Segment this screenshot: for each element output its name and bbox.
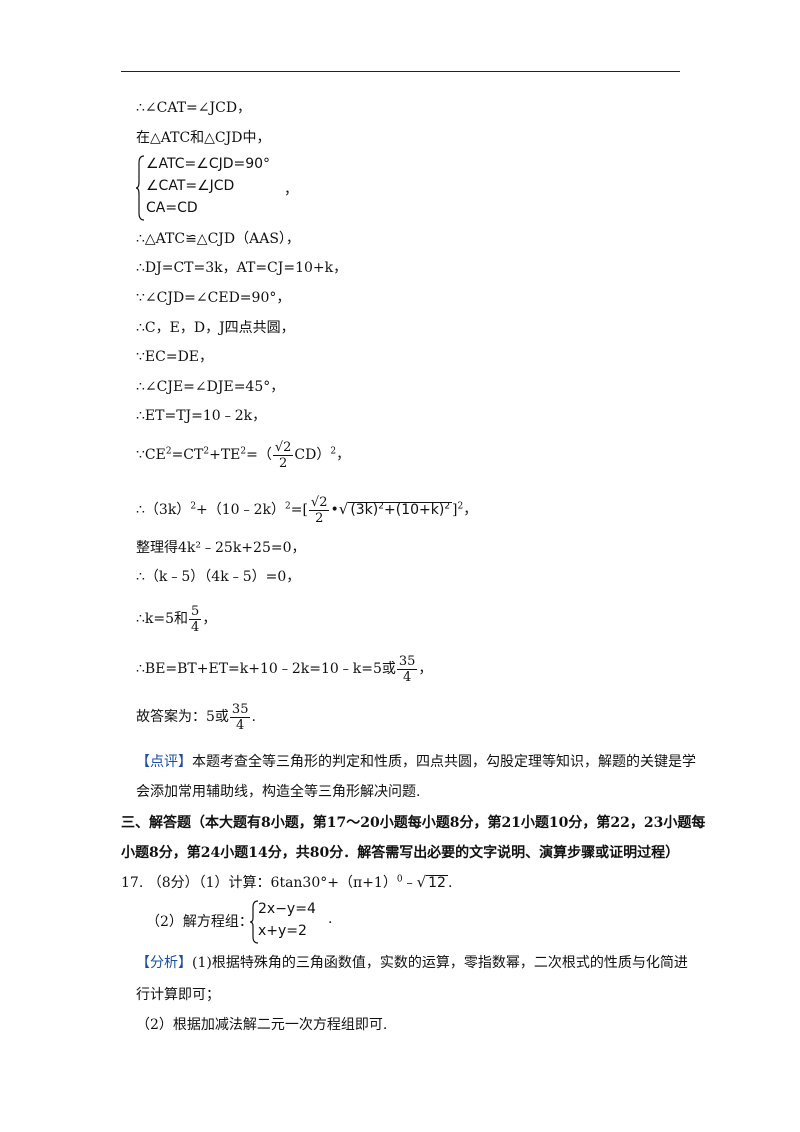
ce-after: CD）: [294, 447, 331, 463]
ce-mid: =CT: [171, 447, 204, 463]
ce-mid2: +TE: [209, 447, 241, 463]
fraction-numerator: √2: [272, 439, 294, 456]
ce-prefix: ∵CE: [136, 447, 166, 463]
system-row: x+y=2: [258, 923, 307, 939]
fraction-denominator: 4: [236, 717, 245, 733]
section-heading-line1: 三、解答题（本大题有8小题，第17～20小题每小题8分，第21小题10分，第22…: [121, 815, 706, 831]
analysis-line1: 【分析】(1)根据特殊角的三角函数值，实数的运算，零指数幂，二次根式的性质与化简…: [136, 953, 688, 973]
left-brace-icon: [250, 900, 259, 944]
line-factor: ∴（k﹣5）（4k﹣5）=0，: [136, 569, 301, 585]
system-conditions: ∠ATC=∠CJD=90° ∠CAT=∠JCD CA=CD ，: [136, 153, 336, 223]
analysis-text: (1)根据特殊角的三角函数值，实数的运算，零指数幂，二次根式的性质与化简进: [192, 955, 688, 971]
eq-close: ]: [452, 502, 458, 518]
line-ec-de: ∵EC=DE，: [136, 349, 214, 365]
analysis-line2: 行计算即可；: [136, 987, 220, 1003]
line-in-triangles: 在△ATC和△CJD中，: [136, 130, 271, 146]
fraction-numerator: √2: [308, 494, 330, 511]
system-row: CA=CD: [146, 200, 198, 216]
analysis-tag: 【分析】: [136, 955, 192, 971]
k-prefix: ∴k=5和: [136, 611, 189, 627]
eq-eq: =[: [290, 502, 308, 518]
comment-tag: 【点评】: [136, 754, 192, 770]
radicand-part: (3k): [350, 502, 379, 518]
system-row: ∠CAT=∠JCD: [146, 178, 235, 194]
system-row: ∠ATC=∠CJD=90°: [146, 156, 271, 172]
answer-end: .: [251, 709, 256, 725]
q17-sup: 0: [396, 874, 403, 885]
q17-minus: ﹣: [402, 875, 417, 891]
analysis-line3: （2）根据加减法解二元一次方程组即可.: [136, 1017, 388, 1033]
q17-part2-end: .: [328, 911, 333, 927]
answer-prefix: 故答案为：5或: [136, 709, 229, 725]
left-brace-icon: [136, 155, 145, 221]
eq-plus: +（10﹣2k）: [196, 502, 285, 518]
fraction-numerator: 5: [189, 603, 202, 620]
line-dj-ct: ∴DJ=CT=3k，AT=CJ=10+k，: [136, 260, 348, 276]
k-end: ，: [202, 611, 217, 627]
ce-end: ，: [336, 447, 351, 463]
line-organize: 整理得4k²﹣25k+25=0，: [136, 540, 306, 556]
radicand: (3k)2+(10+k)2: [348, 501, 453, 518]
q17-line: 17. （8分）（1）计算：6tan30°+（π+1）0﹣√12.: [121, 872, 452, 893]
q17-end: .: [447, 875, 453, 891]
line-angle45: ∴∠CJE=∠DJE=45°，: [136, 379, 285, 395]
fraction-denominator: 2: [279, 455, 288, 471]
fraction-denominator: 2: [315, 510, 324, 526]
comment-line2: 会添加常用辅助线，构造全等三角形解决问题.: [136, 784, 421, 800]
line-angle-equal: ∴∠CAT=∠JCD，: [136, 100, 252, 116]
q17-part2-label: （2）解方程组：: [146, 914, 253, 930]
be-end: ，: [418, 661, 433, 677]
radicand-part: +(10+k): [384, 502, 445, 518]
section-heading-line2: 小题8分，第24小题14分，共80分．解答需写出必要的文字说明、演算步骤或证明过…: [121, 845, 680, 861]
eq-prefix: ∴（3k）: [136, 502, 191, 518]
system-row: 2x−y=4: [258, 901, 316, 917]
q17-part2: （2）解方程组： 2x−y=4 x+y=2 .: [146, 898, 466, 948]
ce-eq: =（: [246, 447, 272, 463]
eq-end: ，: [463, 502, 478, 518]
radical-icon: √: [338, 500, 349, 518]
line-congruent: ∴△ATC≌△CJD（AAS），: [136, 231, 300, 247]
header-rule: [121, 71, 680, 72]
q17-text: （8分）（1）计算：6tan30°+（π+1）: [147, 875, 397, 891]
be-prefix: ∴BE=BT+ET=k+10﹣2k=10﹣k=5或: [136, 661, 396, 677]
comment-text: 本题考查全等三角形的判定和性质，四点共圆，勾股定理等知识，解题的关键是学: [192, 754, 696, 770]
fraction-denominator: 4: [403, 669, 412, 685]
comment-line1: 【点评】本题考查全等三角形的判定和性质，四点共圆，勾股定理等知识，解题的关键是学: [136, 752, 696, 772]
fraction-numerator: 35: [229, 701, 251, 718]
line-et-tj: ∴ET=TJ=10﹣2k，: [136, 408, 267, 424]
eq-dot: •: [330, 502, 339, 518]
line-concyclic: ∴C，E，D，J四点共圆，: [136, 320, 295, 336]
radicand: 12: [426, 875, 448, 891]
fraction-denominator: 4: [191, 619, 200, 635]
q17-number: 17.: [121, 875, 144, 891]
line-because-angle: ∵∠CJD=∠CED=90°，: [136, 290, 291, 306]
fraction-numerator: 35: [396, 653, 418, 670]
radical-icon: √: [416, 873, 427, 891]
system-trail: ，: [284, 182, 298, 198]
